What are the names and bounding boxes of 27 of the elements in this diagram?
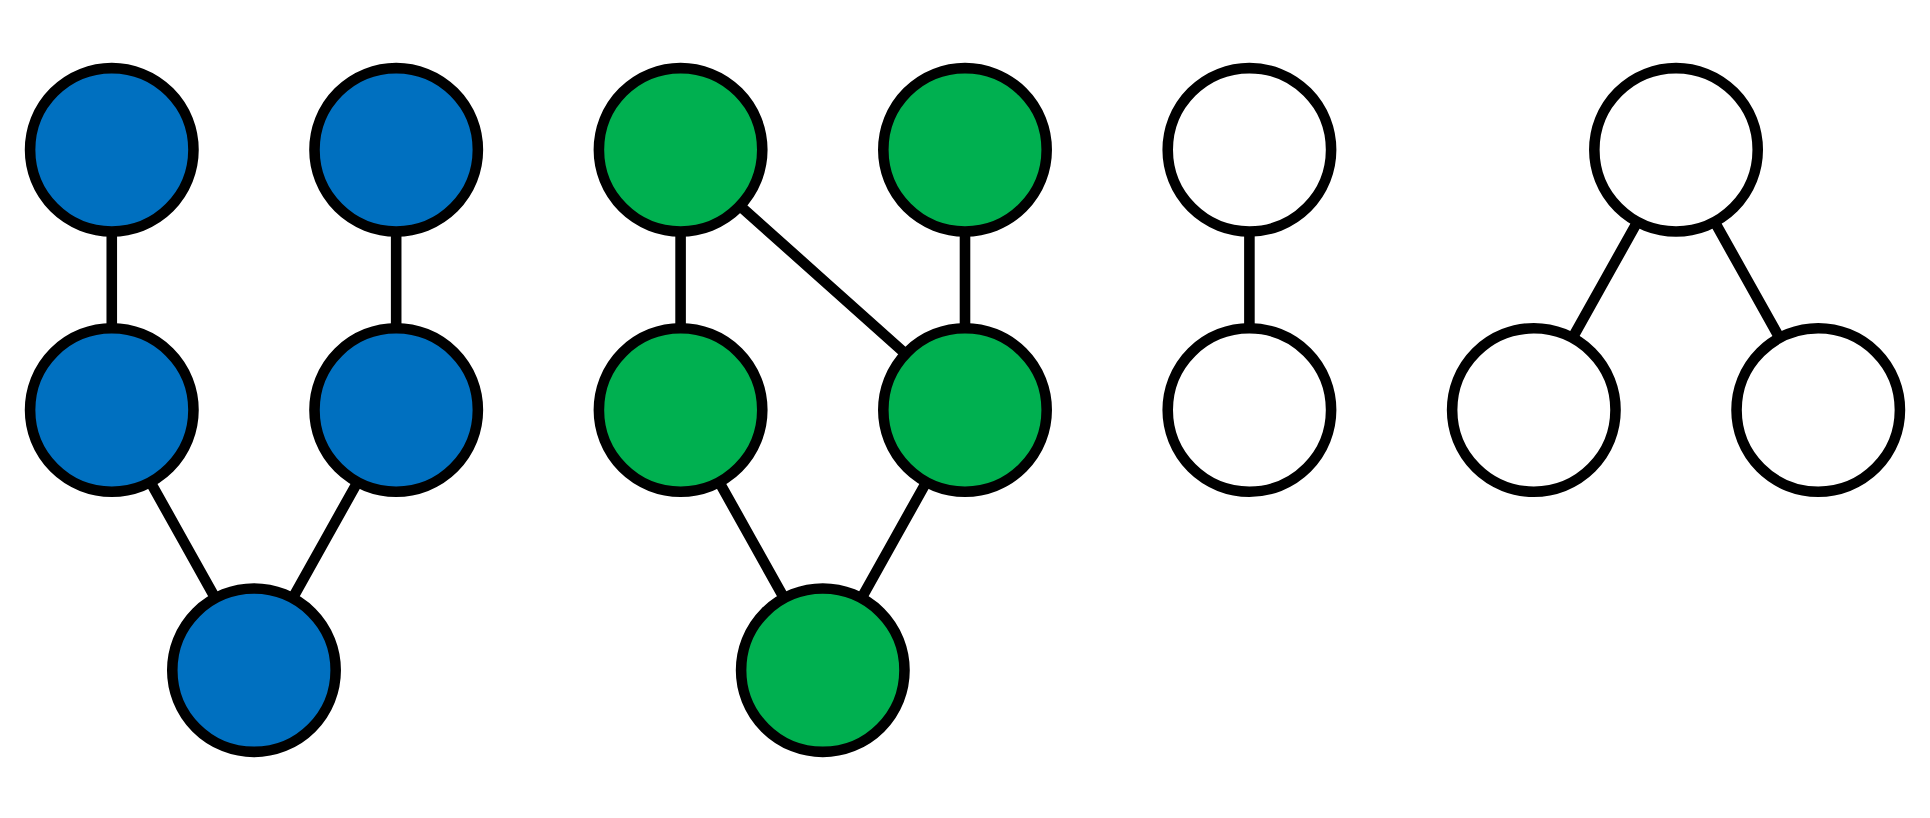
connector bbox=[737, 201, 909, 357]
node-circle bbox=[309, 322, 484, 496]
connector bbox=[390, 230, 402, 327]
node-circle bbox=[1162, 322, 1337, 496]
connector bbox=[146, 478, 220, 600]
node-circle bbox=[1589, 61, 1763, 236]
node-circle bbox=[593, 322, 768, 496]
node-circle bbox=[1446, 322, 1621, 496]
connector bbox=[857, 478, 931, 600]
node-circle bbox=[24, 322, 199, 496]
connector bbox=[714, 478, 789, 600]
node-circle bbox=[309, 61, 484, 236]
node-circle bbox=[878, 322, 1052, 496]
node-circle bbox=[1731, 322, 1906, 496]
node-circle bbox=[878, 61, 1052, 236]
connector bbox=[1568, 218, 1642, 340]
node-circle bbox=[167, 582, 341, 757]
connector bbox=[1710, 218, 1785, 340]
node-circle bbox=[1162, 61, 1337, 236]
node-circle bbox=[735, 582, 910, 757]
connector bbox=[959, 230, 971, 327]
node-circle bbox=[593, 61, 768, 236]
connector bbox=[288, 478, 362, 600]
connector bbox=[1244, 230, 1255, 327]
node-circle bbox=[24, 61, 199, 236]
connector bbox=[106, 230, 118, 327]
connector bbox=[675, 230, 686, 327]
